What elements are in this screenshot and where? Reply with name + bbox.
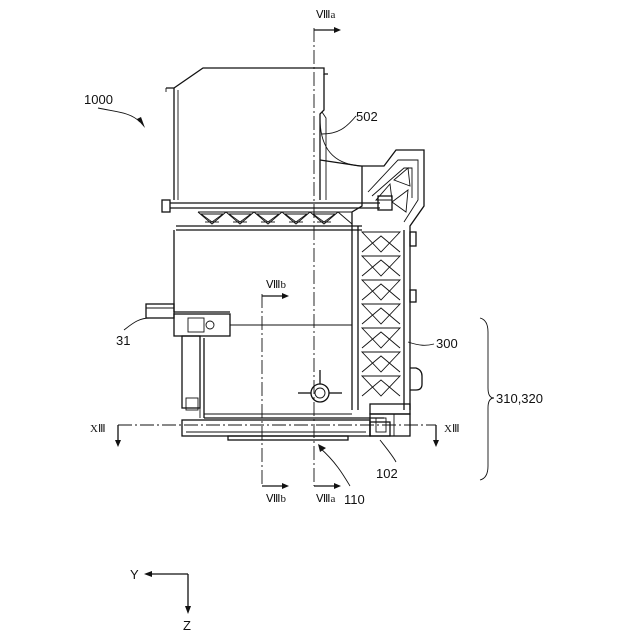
label-connector: 31 (116, 333, 130, 348)
section-line-viiia: Ⅷa Ⅷa (314, 9, 341, 505)
vertical-truss-frame (320, 118, 424, 436)
section-line-xiii: XⅢ XⅢ (90, 423, 460, 447)
section-label-xiii-left: XⅢ (90, 423, 106, 435)
truss-girder (170, 203, 380, 230)
upper-housing (162, 68, 328, 212)
label-rail: 310,320 (496, 391, 543, 406)
axis-label-z: Z (183, 618, 191, 633)
label-bottom-plate: 102 (376, 466, 398, 481)
section-label-viiia-bottom: Ⅷa (316, 493, 335, 505)
section-label-viiib-bottom: Ⅷb (266, 493, 286, 505)
base-plate (182, 420, 390, 440)
label-device: 1000 (84, 92, 113, 107)
section-label-viiib-top: Ⅷb (266, 279, 286, 291)
axis-label-y: Y (130, 567, 139, 582)
label-cover: 502 (356, 109, 378, 124)
section-label-xiii-right: XⅢ (444, 423, 460, 435)
reference-numerals: 1000 502 300 310,320 31 102 110 (84, 92, 543, 507)
coordinate-axes: Y Z (130, 567, 191, 633)
section-line-viiib: Ⅷb Ⅷb (262, 279, 289, 505)
label-frame: 300 (436, 336, 458, 351)
connector-31 (146, 304, 230, 410)
knob (298, 370, 342, 402)
label-base: 110 (344, 492, 365, 507)
brace (480, 318, 494, 480)
section-label-viiia-top: Ⅷa (316, 9, 335, 21)
